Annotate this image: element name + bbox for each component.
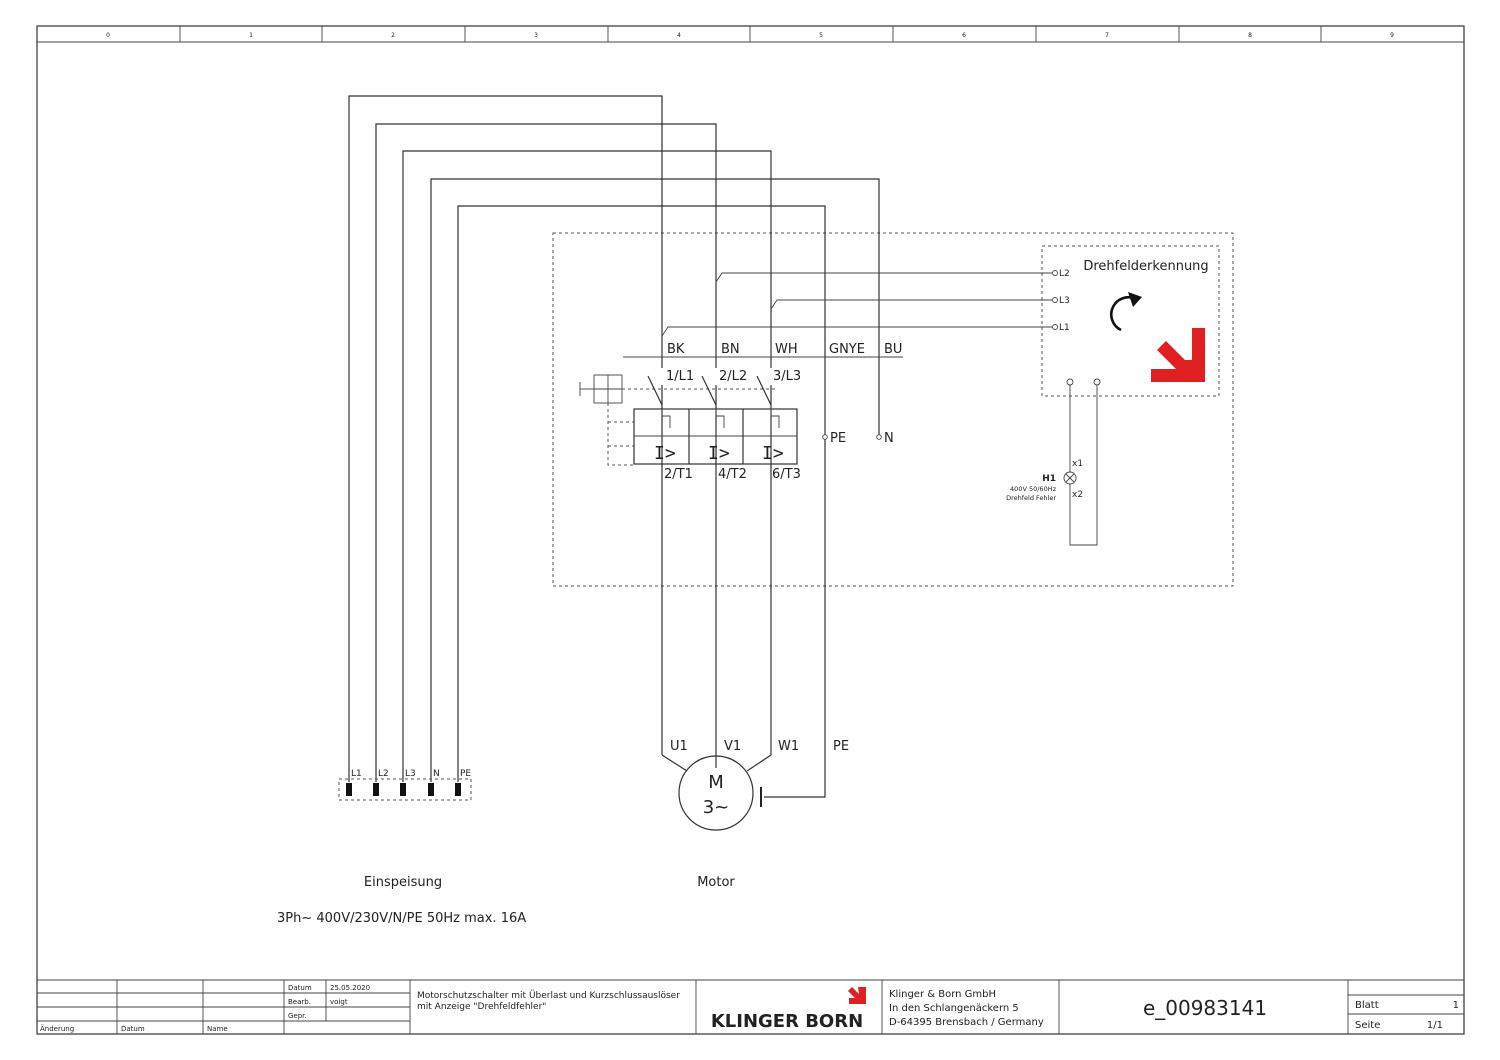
detector-terminals: L2 L3 L1 (1059, 269, 1070, 333)
motor-terminal-u1: U1 (670, 739, 688, 754)
breaker-in-2: 2/L2 (719, 369, 747, 384)
wire-label-gnye: GNYE (829, 342, 865, 357)
sheet-value: 1 (1453, 1000, 1459, 1011)
terminal-l2: L2 (1059, 269, 1070, 279)
lamp-desc: Drehfeld Fehler (1006, 494, 1056, 502)
supply-spec: 3Ph~ 400V/230V/N/PE 50Hz max. 16A (277, 911, 526, 926)
ruler-num: 7 (1105, 32, 1109, 39)
detector-title: Drehfelderkennung (1083, 259, 1208, 274)
trip-symbol: I> (708, 443, 730, 464)
ruler-num: 5 (819, 32, 823, 39)
company-name: Klinger & Born GmbH (889, 989, 996, 1000)
trip-symbols: I> I> I> (654, 443, 784, 464)
supply-wires (348, 95, 880, 798)
ruler-num: 6 (962, 32, 966, 39)
breaker-out-2: 4/T2 (718, 467, 747, 482)
description-line1: Motorschutzschalter mit Überlast und Kur… (417, 990, 680, 1001)
ruler-num: 2 (391, 32, 395, 39)
drawing-frame (36, 25, 1465, 1035)
motor-terminal-pe: PE (833, 739, 849, 754)
lamp-x1: x1 (1072, 459, 1083, 469)
supply-terminal-pe: PE (460, 769, 471, 779)
ruler-dividers (179, 26, 1322, 42)
terminal-l3: L3 (1059, 296, 1070, 306)
supply-terminal-l3: L3 (405, 769, 416, 779)
motor-symbol (661, 598, 772, 831)
detector-terminal-dots (1052, 270, 1058, 330)
supply-terminal-l2: L2 (378, 769, 389, 779)
supply-terminal-l1: L1 (351, 769, 362, 779)
detector-taps (623, 272, 1053, 358)
motor-label: Motor (697, 875, 735, 890)
motor-protection-switch (579, 368, 798, 466)
company-city: D-64395 Brensbach / Germany (889, 1017, 1044, 1028)
red-arrow-icon (1151, 328, 1205, 382)
wire-labels: BK BN WH GNYE BU (667, 342, 902, 357)
motor-terminal-w1: W1 (778, 739, 799, 754)
wire-label-bk: BK (667, 342, 685, 357)
lamp-circuit (1063, 378, 1101, 546)
lamp-x2: x2 (1072, 490, 1083, 500)
edited-label: Bearb. (288, 998, 311, 1006)
lamp-id: H1 (1042, 474, 1056, 484)
ruler-num: 8 (1248, 32, 1252, 39)
edited-value: voigt (330, 998, 348, 1006)
supply-terminal-n: N (433, 769, 440, 779)
ruler-num: 3 (534, 32, 538, 39)
trip-symbol: I> (762, 443, 784, 464)
motor-terminals: U1 V1 W1 PE (670, 739, 849, 754)
rev-header-date: Datum (121, 1025, 145, 1033)
breaker-terminals: 1/L1 2/L2 3/L3 2/T1 4/T2 6/T3 (664, 369, 801, 482)
n-terminal-label: N (884, 431, 894, 446)
ruler-numbers: 0 1 2 3 4 5 6 7 8 9 (106, 32, 1394, 39)
logo-text: KLINGER BORN (711, 1011, 863, 1032)
trip-symbol: I> (654, 443, 676, 464)
rotation-arrow-icon (1110, 292, 1142, 332)
breaker-in-3: 3/L3 (773, 369, 801, 384)
motor-terminal-v1: V1 (724, 739, 741, 754)
rev-header-name: Name (207, 1025, 228, 1033)
ruler-num: 0 (106, 32, 110, 39)
wire-label-bn: BN (721, 342, 740, 357)
motor-symbol-m: M (708, 772, 724, 793)
sheet-label: Blatt (1355, 1000, 1379, 1011)
supply-terminal-labels: L1 L2 L3 N PE (351, 769, 471, 779)
ruler-num: 4 (677, 32, 681, 39)
wire-label-bu: BU (884, 342, 902, 357)
logo-arrow-icon (848, 987, 866, 1004)
page-value: 1/1 (1427, 1020, 1443, 1031)
description-line2: mit Anzeige "Drehfeldfehler" (417, 1002, 546, 1012)
rev-header-change: Änderung (40, 1024, 74, 1033)
title-block-grid (37, 979, 1464, 1034)
breaker-out-1: 2/T1 (664, 467, 693, 482)
pe-terminal-label: PE (830, 431, 846, 446)
lamp-spec: 400V 50/60Hz (1010, 485, 1057, 493)
ruler-num: 1 (249, 32, 253, 39)
breaker-in-1: 1/L1 (666, 369, 694, 384)
company-address: Klinger & Born GmbH In den Schlangenäcke… (889, 989, 1044, 1028)
date-value: 25.05.2020 (330, 984, 370, 992)
title-block-labels: Änderung Datum Name Datum 25.05.2020 Bea… (40, 984, 370, 1033)
supply-label: Einspeisung (364, 875, 442, 890)
date-label: Datum (288, 984, 312, 992)
checked-label: Gepr. (288, 1012, 307, 1020)
breaker-out-3: 6/T3 (772, 467, 801, 482)
company-street: In den Schlangenäckern 5 (889, 1003, 1019, 1014)
page-label: Seite (1355, 1020, 1380, 1031)
ruler-num: 9 (1390, 32, 1394, 39)
wire-label-wh: WH (775, 342, 798, 357)
motor-symbol-3phase: 3~ (703, 797, 730, 818)
supply-terminal-block (338, 778, 472, 801)
terminal-l1: L1 (1059, 323, 1070, 333)
drawing-number: e_00983141 (1143, 996, 1267, 1020)
detector-box (1041, 245, 1220, 397)
